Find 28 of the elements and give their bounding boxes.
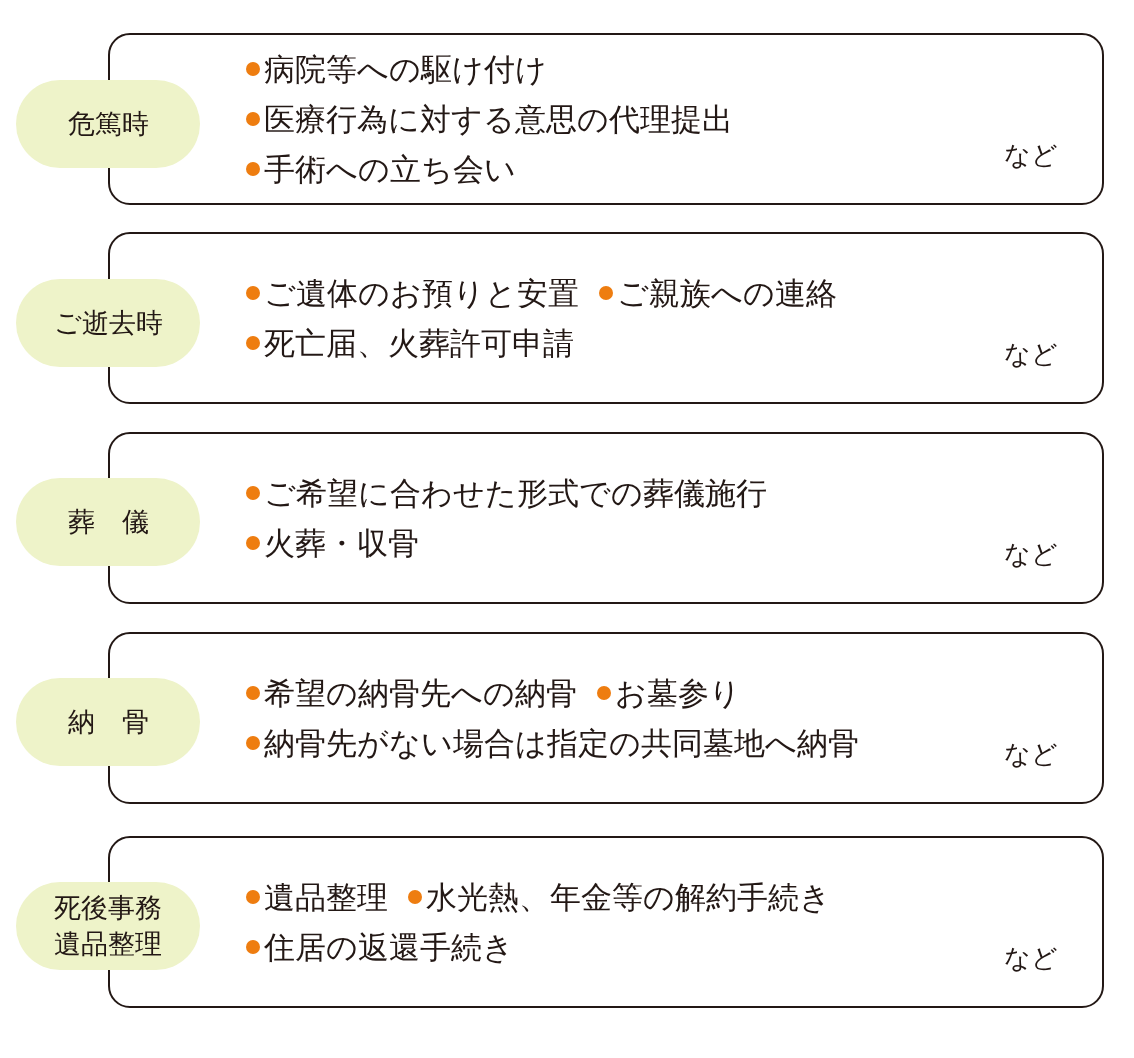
list-item: 希望の納骨先への納骨 (264, 674, 577, 713)
note-text: など (1004, 538, 1058, 571)
list-item: ご遺体のお預りと安置 (264, 274, 579, 313)
category-label: 死後事務遺品整理 (16, 882, 200, 970)
list-item: 死亡届、火葬許可申請 (264, 324, 574, 363)
list-item: 医療行為に対する意思の代理提出 (264, 100, 733, 139)
list-item: お墓参り (615, 674, 741, 713)
rounded-panel (108, 836, 1104, 1008)
list-item: 納骨先がない場合は指定の共同墓地へ納骨 (264, 724, 859, 763)
list-item: ご親族への連絡 (617, 274, 837, 313)
category-label: 危篤時 (16, 80, 200, 168)
list-item: 火葬・収骨 (264, 524, 419, 563)
list-item: ご希望に合わせた形式での葬儀施行 (264, 474, 767, 513)
category-label: ご逝去時 (16, 279, 200, 367)
note-text: など (1004, 338, 1058, 371)
list-item: 病院等への駆け付け (264, 50, 547, 89)
note-text: など (1004, 942, 1058, 975)
list-item: 水光熱、年金等の解約手続き (426, 878, 831, 917)
list-item: 住居の返還手続き (264, 928, 514, 967)
rounded-panel (108, 432, 1104, 604)
list-item: 手術への立ち会い (264, 150, 516, 189)
note-text: など (1004, 738, 1058, 771)
category-label: 葬 儀 (16, 478, 200, 566)
rounded-panel (108, 232, 1104, 404)
rounded-panel (108, 632, 1104, 804)
category-label: 納 骨 (16, 678, 200, 766)
note-text: など (1004, 139, 1058, 172)
list-item: 遺品整理 (264, 878, 388, 917)
